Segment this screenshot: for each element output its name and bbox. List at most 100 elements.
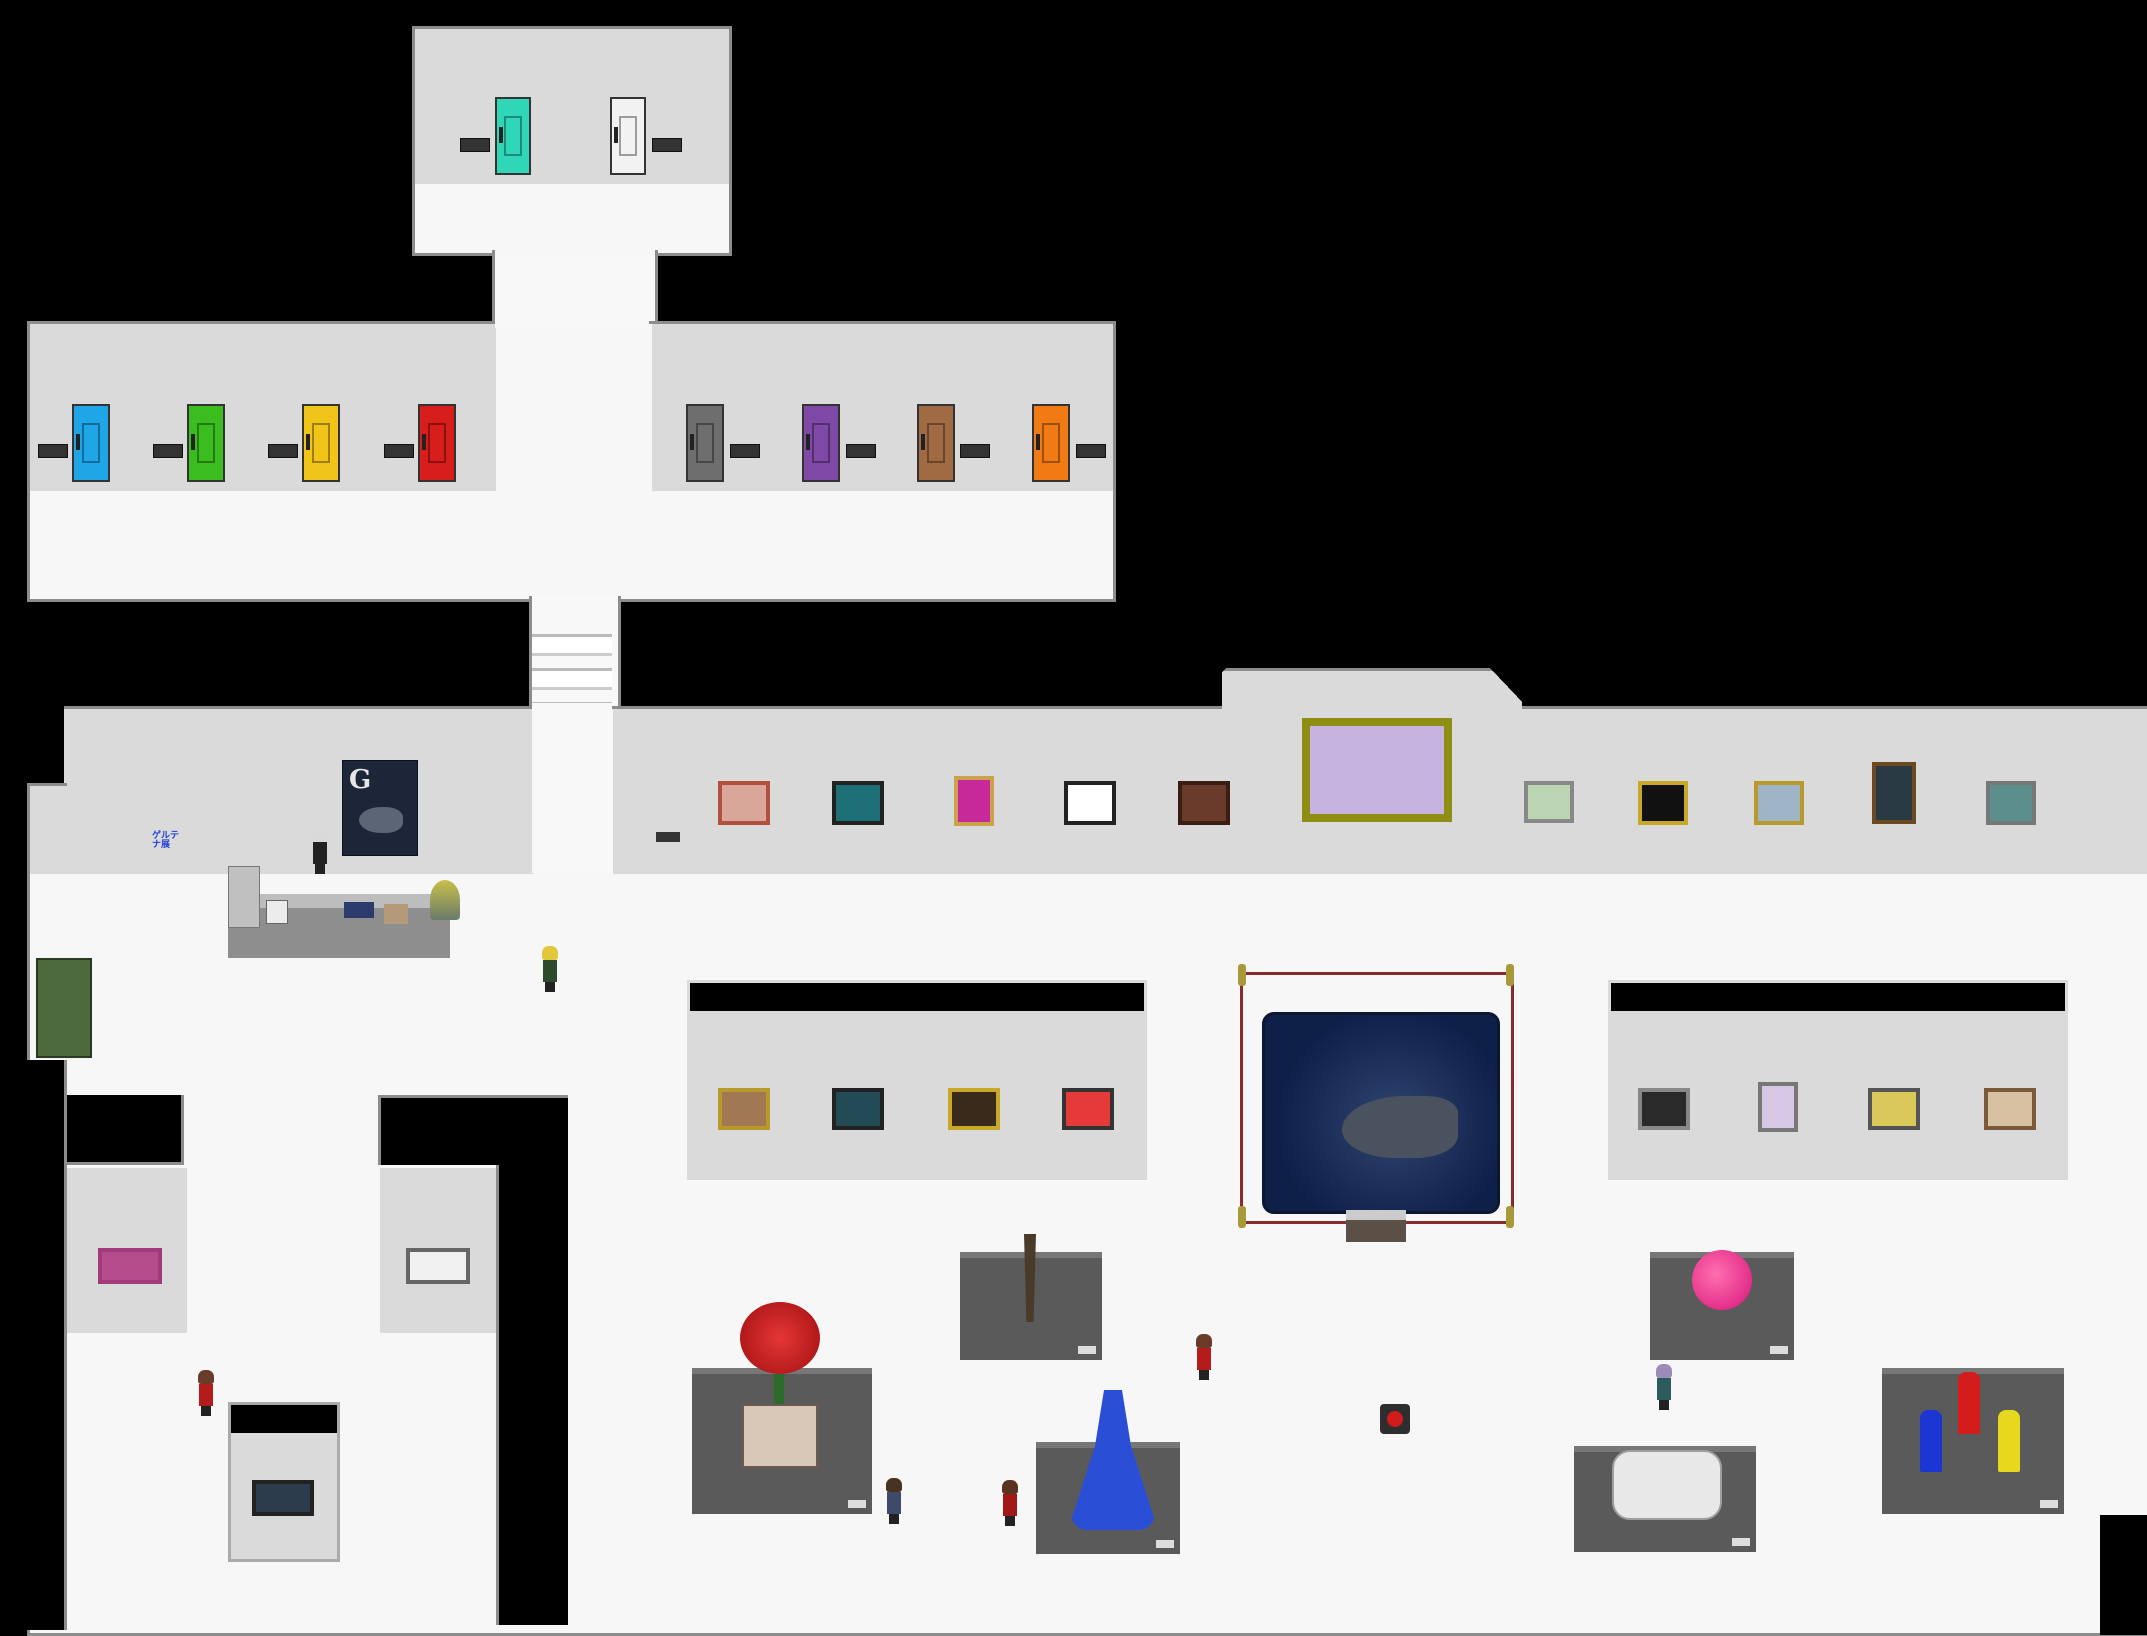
door-plaque[interactable] xyxy=(268,444,298,458)
couch-icon[interactable] xyxy=(1612,1450,1722,1520)
painting[interactable] xyxy=(832,1088,884,1130)
npc-garry[interactable] xyxy=(1656,1364,1672,1410)
mannequin-blue[interactable] xyxy=(1920,1410,1942,1472)
door-purple[interactable] xyxy=(802,404,840,482)
painting[interactable] xyxy=(718,1088,770,1130)
door-plaque[interactable] xyxy=(384,444,414,458)
door-plaque[interactable] xyxy=(730,444,760,458)
gallery-notch xyxy=(0,700,64,786)
fish-shape xyxy=(1342,1096,1458,1158)
top-corridor xyxy=(492,250,658,330)
mannequin-red[interactable] xyxy=(1958,1372,1980,1434)
painting[interactable] xyxy=(1986,781,2036,825)
flower-vase[interactable] xyxy=(384,904,408,924)
void-left-strip xyxy=(0,1060,67,1630)
door-gray[interactable] xyxy=(686,404,724,482)
rope-barrier xyxy=(1240,972,1514,1224)
pink-apple-icon[interactable] xyxy=(1692,1250,1752,1310)
painting[interactable] xyxy=(1638,781,1688,825)
door-plaque[interactable] xyxy=(1076,444,1106,458)
brochures[interactable] xyxy=(344,902,374,918)
door-aqua[interactable] xyxy=(495,97,531,175)
painting-large[interactable] xyxy=(1302,718,1452,822)
npc-girl-lower-left[interactable] xyxy=(198,1370,214,1416)
npc-boy[interactable] xyxy=(886,1478,902,1524)
stair-step xyxy=(532,668,612,690)
barrier-post xyxy=(1238,1206,1246,1228)
void-right-edge xyxy=(2100,1515,2147,1635)
door-orange[interactable] xyxy=(1032,404,1070,482)
painting[interactable] xyxy=(718,781,770,825)
rose-icon[interactable] xyxy=(740,1302,820,1374)
painting[interactable] xyxy=(252,1480,314,1516)
painting[interactable] xyxy=(1524,781,1574,823)
painting-plaque xyxy=(656,832,680,842)
rose-pot xyxy=(742,1404,818,1468)
painting[interactable] xyxy=(1868,1088,1920,1130)
top-room-wall xyxy=(415,29,729,184)
npc-gentleman[interactable] xyxy=(312,828,328,874)
painting[interactable] xyxy=(832,781,884,825)
player-ib[interactable] xyxy=(1002,1480,1018,1526)
painting[interactable] xyxy=(98,1248,162,1284)
poster-fish-icon xyxy=(359,807,403,833)
mannequin-yellow[interactable] xyxy=(1998,1410,2020,1472)
barrier-post xyxy=(1238,964,1246,986)
door-blue[interactable] xyxy=(72,404,110,482)
guestbook[interactable] xyxy=(266,900,288,924)
barrier-post xyxy=(1506,964,1514,986)
lower-room-wall-shadow xyxy=(231,1405,337,1433)
door-green[interactable] xyxy=(187,404,225,482)
gallery-notch-wall xyxy=(27,783,67,873)
door-hall-opening xyxy=(495,318,649,328)
door-red[interactable] xyxy=(418,404,456,482)
door-white[interactable] xyxy=(610,97,646,175)
painting[interactable] xyxy=(1984,1088,2036,1130)
door-plaque[interactable] xyxy=(38,444,68,458)
painting[interactable] xyxy=(406,1248,470,1284)
main-gallery-wall-left xyxy=(30,709,534,874)
rose-pickup-icon xyxy=(1387,1411,1403,1427)
exit-mat[interactable] xyxy=(36,958,92,1058)
door-plaque[interactable] xyxy=(153,444,183,458)
alcove-corner-right xyxy=(1490,668,1526,706)
void-lower-corridor xyxy=(496,1165,568,1625)
painting[interactable] xyxy=(1754,781,1804,825)
stair-step xyxy=(532,634,612,656)
npc-girl-center[interactable] xyxy=(1196,1334,1212,1380)
gramophone[interactable] xyxy=(430,880,460,920)
gallery-opening xyxy=(532,703,612,873)
painting[interactable] xyxy=(1064,781,1116,825)
door-yellow[interactable] xyxy=(302,404,340,482)
red-rose-pickup[interactable] xyxy=(1380,1404,1410,1434)
void-lower-block-a xyxy=(64,1095,184,1165)
reception-desk xyxy=(228,894,450,958)
door-plaque[interactable] xyxy=(960,444,990,458)
painting[interactable] xyxy=(1062,1088,1114,1130)
display-wall-right xyxy=(1608,980,2068,1180)
door-plaque[interactable] xyxy=(652,138,682,152)
door-plaque[interactable] xyxy=(460,138,490,152)
door-plaque[interactable] xyxy=(846,444,876,458)
painting[interactable] xyxy=(1638,1088,1690,1130)
poster-letter: G xyxy=(349,765,372,795)
painting[interactable] xyxy=(1758,1082,1798,1132)
display-wall-left-top xyxy=(690,983,1144,1011)
painting[interactable] xyxy=(1178,781,1230,825)
painting[interactable] xyxy=(954,776,994,826)
alcove-wall xyxy=(1222,668,1522,713)
alcove-corner-left xyxy=(1190,668,1226,706)
stairs-corridor xyxy=(529,596,621,716)
barrier-post xyxy=(1506,1206,1514,1228)
void-lower-block-b xyxy=(378,1095,568,1165)
desk-panel xyxy=(228,866,260,928)
tree-statue-icon[interactable] xyxy=(1024,1234,1036,1322)
npc-blonde-girl[interactable] xyxy=(542,946,558,992)
door-brown[interactable] xyxy=(917,404,955,482)
painting[interactable] xyxy=(1872,762,1916,824)
fish-painting-plaque[interactable] xyxy=(1346,1210,1406,1242)
gertena-poster[interactable]: G xyxy=(342,760,418,856)
display-wall-left xyxy=(687,980,1147,1180)
painting[interactable] xyxy=(948,1088,1000,1130)
